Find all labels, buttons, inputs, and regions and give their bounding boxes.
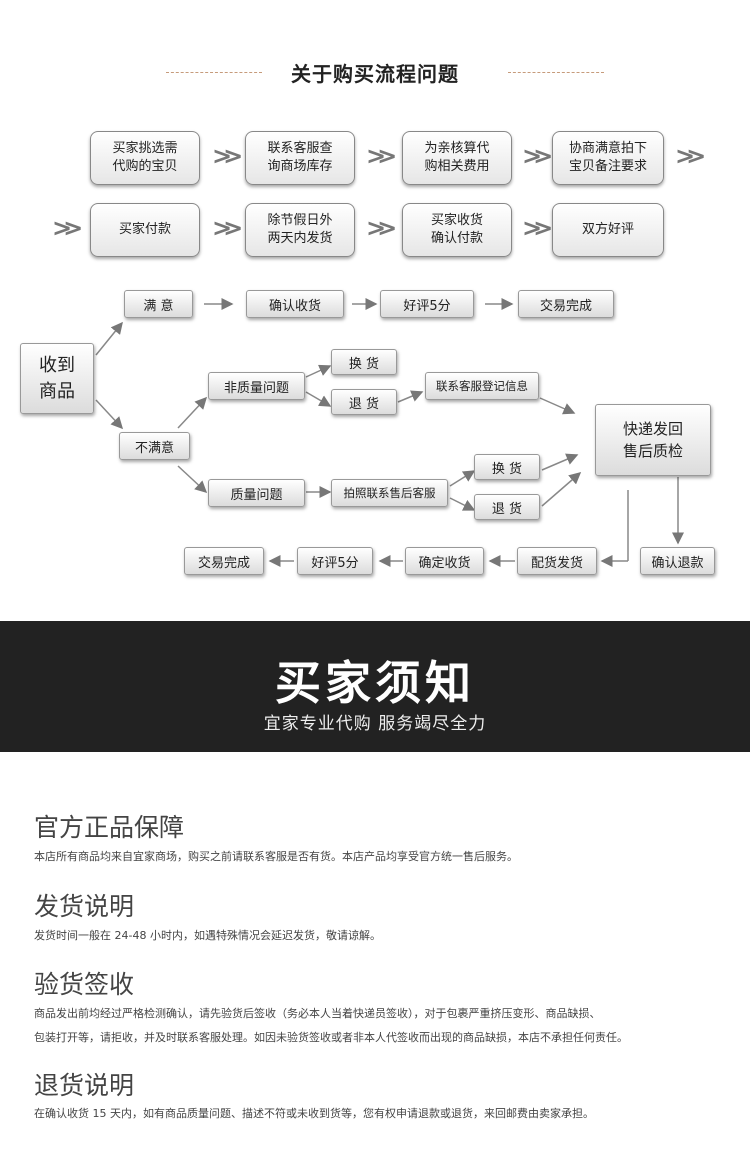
node-photo-contact-service: 拍照联系售后客服 — [331, 479, 448, 507]
node-return: 退 货 — [331, 389, 397, 415]
node-confirm-receipt: 确认收货 — [246, 290, 344, 318]
flow-step-8: 双方好评 — [552, 203, 664, 257]
node-exchange: 换 货 — [331, 349, 397, 375]
section-text-inspection-1: 商品发出前均经过严格检测确认，请先验货后签收（务必本人当着快递员签收），对于包裹… — [34, 1007, 601, 1020]
flow-connectors — [95, 298, 684, 567]
node-satisfied: 满 意 — [124, 290, 193, 318]
title-dash-left — [166, 72, 262, 73]
flow-step-6: 除节假日外 两天内发货 — [245, 203, 355, 257]
node-ship-goods: 配货发货 — [517, 547, 597, 575]
node-confirm-receipt-2: 确定收货 — [405, 547, 484, 575]
node-deal-done: 交易完成 — [518, 290, 614, 318]
node-good-review: 好评5分 — [380, 290, 474, 318]
node-non-quality-issue: 非质量问题 — [208, 372, 305, 400]
section-text-shipping: 发货时间一般在 24-48 小时内，如遇特殊情况会延迟发货，敬请谅解。 — [34, 929, 381, 942]
section-heading-authentic: 官方正品保障 — [34, 813, 185, 842]
title-dash-right — [508, 72, 604, 73]
section-heading-inspection: 验货签收 — [34, 970, 135, 999]
banner-subtitle: 宜家专业代购 服务竭尽全力 — [263, 714, 487, 734]
section-heading-shipping: 发货说明 — [34, 892, 135, 921]
node-return-2: 退 货 — [474, 494, 540, 520]
flow-step-3: 为亲核算代 购相关费用 — [402, 131, 512, 185]
section-text-inspection-2: 包装打开等，请拒收，并及时联系客服处理。如因未验货签收或者非本人代签收而出现的商… — [34, 1031, 628, 1044]
node-exchange-2: 换 货 — [474, 454, 540, 480]
flow-title-row: 关于购买流程问题 — [0, 58, 750, 90]
banner-title: 买家须知 — [275, 656, 475, 710]
section-text-authentic: 本店所有商品均来自宜家商场，购买之前请联系客服是否有货。本店产品均享受官方统一售… — [34, 850, 518, 863]
node-confirm-refund: 确认退款 — [640, 547, 715, 575]
buyer-notice-banner: 买家须知 宜家专业代购 服务竭尽全力 — [0, 621, 750, 752]
flow-step-1: 买家挑选需 代购的宝贝 — [90, 131, 200, 185]
node-express-back-inspection: 快递发回 售后质检 — [595, 404, 711, 476]
page-title: 关于购买流程问题 — [291, 62, 459, 86]
node-contact-service: 联系客服登记信息 — [425, 372, 539, 400]
node-receive-goods: 收到 商品 — [20, 343, 94, 414]
flow-step-4: 协商满意拍下 宝贝备注要求 — [552, 131, 664, 185]
node-unsatisfied: 不满意 — [119, 432, 190, 460]
node-deal-done-2: 交易完成 — [184, 547, 264, 575]
section-heading-returns: 退货说明 — [34, 1071, 135, 1100]
section-text-returns: 在确认收货 15 天内，如有商品质量问题、描述不符或未收到货等，您有权申请退款或… — [34, 1107, 594, 1120]
node-good-review-2: 好评5分 — [297, 547, 373, 575]
node-quality-issue: 质量问题 — [208, 479, 305, 507]
flow-step-2: 联系客服查 询商场库存 — [245, 131, 355, 185]
flow-step-5: 买家付款 — [90, 203, 200, 257]
flow-step-7: 买家收货 确认付款 — [402, 203, 512, 257]
